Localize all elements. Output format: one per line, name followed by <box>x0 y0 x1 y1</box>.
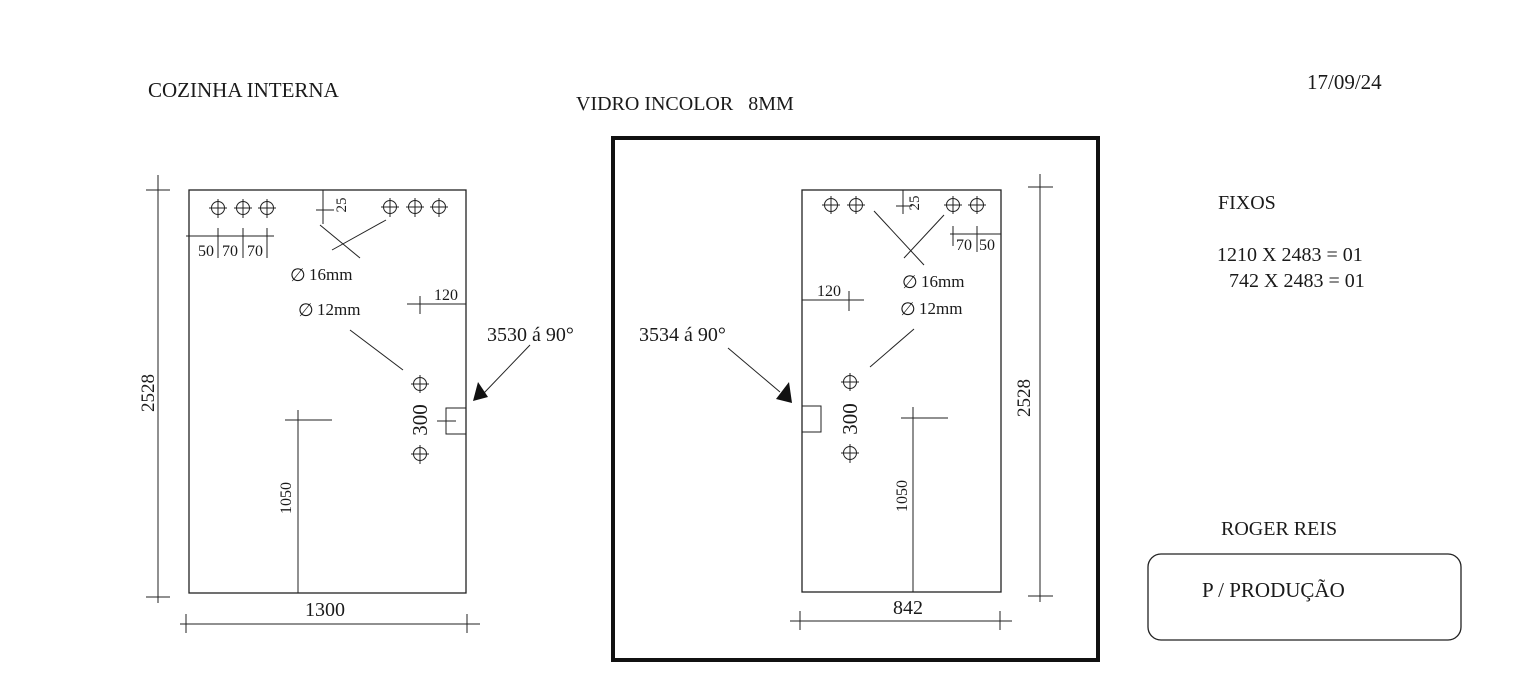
left-offset-70a: 70 <box>222 243 238 260</box>
left-top-offset: 25 <box>316 190 350 224</box>
left-handle-notch <box>437 407 466 435</box>
highlight-frame <box>611 136 1100 662</box>
left-hole-large-label: 16mm <box>309 265 352 284</box>
left-handle-height-label: 1050 <box>278 482 295 514</box>
right-hole-small-label: 12mm <box>919 299 962 318</box>
right-height-label: 2528 <box>1014 379 1035 417</box>
right-angle-callout: 3534 á 90° <box>639 324 792 403</box>
left-side-offset-label: 120 <box>434 287 458 304</box>
diameter-icon: ∅ <box>900 299 916 319</box>
date-label: 17/09/24 <box>1307 70 1382 94</box>
left-height-label: 2528 <box>138 374 159 412</box>
fixos-title: FIXOS <box>1218 192 1276 214</box>
left-top-offset-label: 25 <box>334 198 350 213</box>
left-diameter-16: ∅ 16mm <box>290 265 352 285</box>
left-top-right-holes <box>381 198 448 217</box>
fixos-line-2: 742 X 2483 = 01 <box>1229 270 1365 292</box>
diameter-icon: ∅ <box>290 265 306 285</box>
right-width-dimension: 842 <box>790 597 1012 630</box>
right-top-right-holes: 70 50 <box>944 196 1001 254</box>
client-name: ROGER REIS <box>1221 518 1337 540</box>
left-vertical-gap-label: 300 <box>408 404 432 436</box>
right-diameter-16: ∅ 16mm <box>902 272 964 292</box>
purpose-box <box>1147 553 1462 641</box>
left-side-offset: 120 <box>407 287 466 314</box>
right-glass-panel: 2528 842 25 <box>639 174 1053 630</box>
right-diameter-12: ∅ 12mm <box>900 299 962 319</box>
right-handle-notch <box>802 405 822 433</box>
right-side-offset-label: 120 <box>817 283 841 300</box>
left-diameter-12: ∅ 12mm <box>298 300 360 320</box>
left-lower-holes: 300 <box>408 375 432 464</box>
arrow-icon <box>473 382 488 401</box>
left-glass-panel: 2528 1300 50 70 70 <box>138 175 574 633</box>
right-angle-label: 3534 á 90° <box>639 324 726 346</box>
left-hole-small-label: 12mm <box>317 300 360 319</box>
left-height-dimension: 2528 <box>138 175 170 603</box>
arrow-icon <box>776 382 792 403</box>
right-top-left-holes <box>822 196 865 214</box>
right-vertical-gap-label: 300 <box>838 403 862 435</box>
left-width-dimension: 1300 <box>180 599 480 633</box>
right-lower-holes: 300 <box>838 373 862 463</box>
project-title: COZINHA INTERNA <box>148 78 340 102</box>
left-angle-callout: 3530 á 90° <box>473 324 574 401</box>
right-top-offset: 25 <box>896 190 923 214</box>
material-label: VIDRO INCOLOR 8MM <box>576 93 794 115</box>
right-width-label: 842 <box>893 597 923 619</box>
purpose-label: P / PRODUÇÃO <box>1202 578 1345 602</box>
right-top-offset-label: 25 <box>907 196 923 211</box>
right-offset-50: 50 <box>979 237 995 254</box>
left-offset-50: 50 <box>198 243 214 260</box>
right-hole-large-label: 16mm <box>921 272 964 291</box>
diameter-icon: ∅ <box>298 300 314 320</box>
left-angle-label: 3530 á 90° <box>487 324 574 346</box>
left-offset-70b: 70 <box>247 243 263 260</box>
left-handle-height: 1050 <box>278 410 332 593</box>
right-offset-70: 70 <box>956 237 972 254</box>
fixos-line-1: 1210 X 2483 = 01 <box>1217 244 1363 266</box>
right-height-dimension: 2528 <box>1014 174 1053 602</box>
diameter-icon: ∅ <box>902 272 918 292</box>
right-panel-outline <box>801 189 1002 593</box>
right-side-offset: 120 <box>802 283 864 311</box>
right-handle-height: 1050 <box>894 407 948 592</box>
left-width-label: 1300 <box>305 599 345 621</box>
left-panel-outline <box>188 189 467 594</box>
left-top-left-holes: 50 70 70 <box>186 199 276 260</box>
right-handle-height-label: 1050 <box>894 480 911 512</box>
